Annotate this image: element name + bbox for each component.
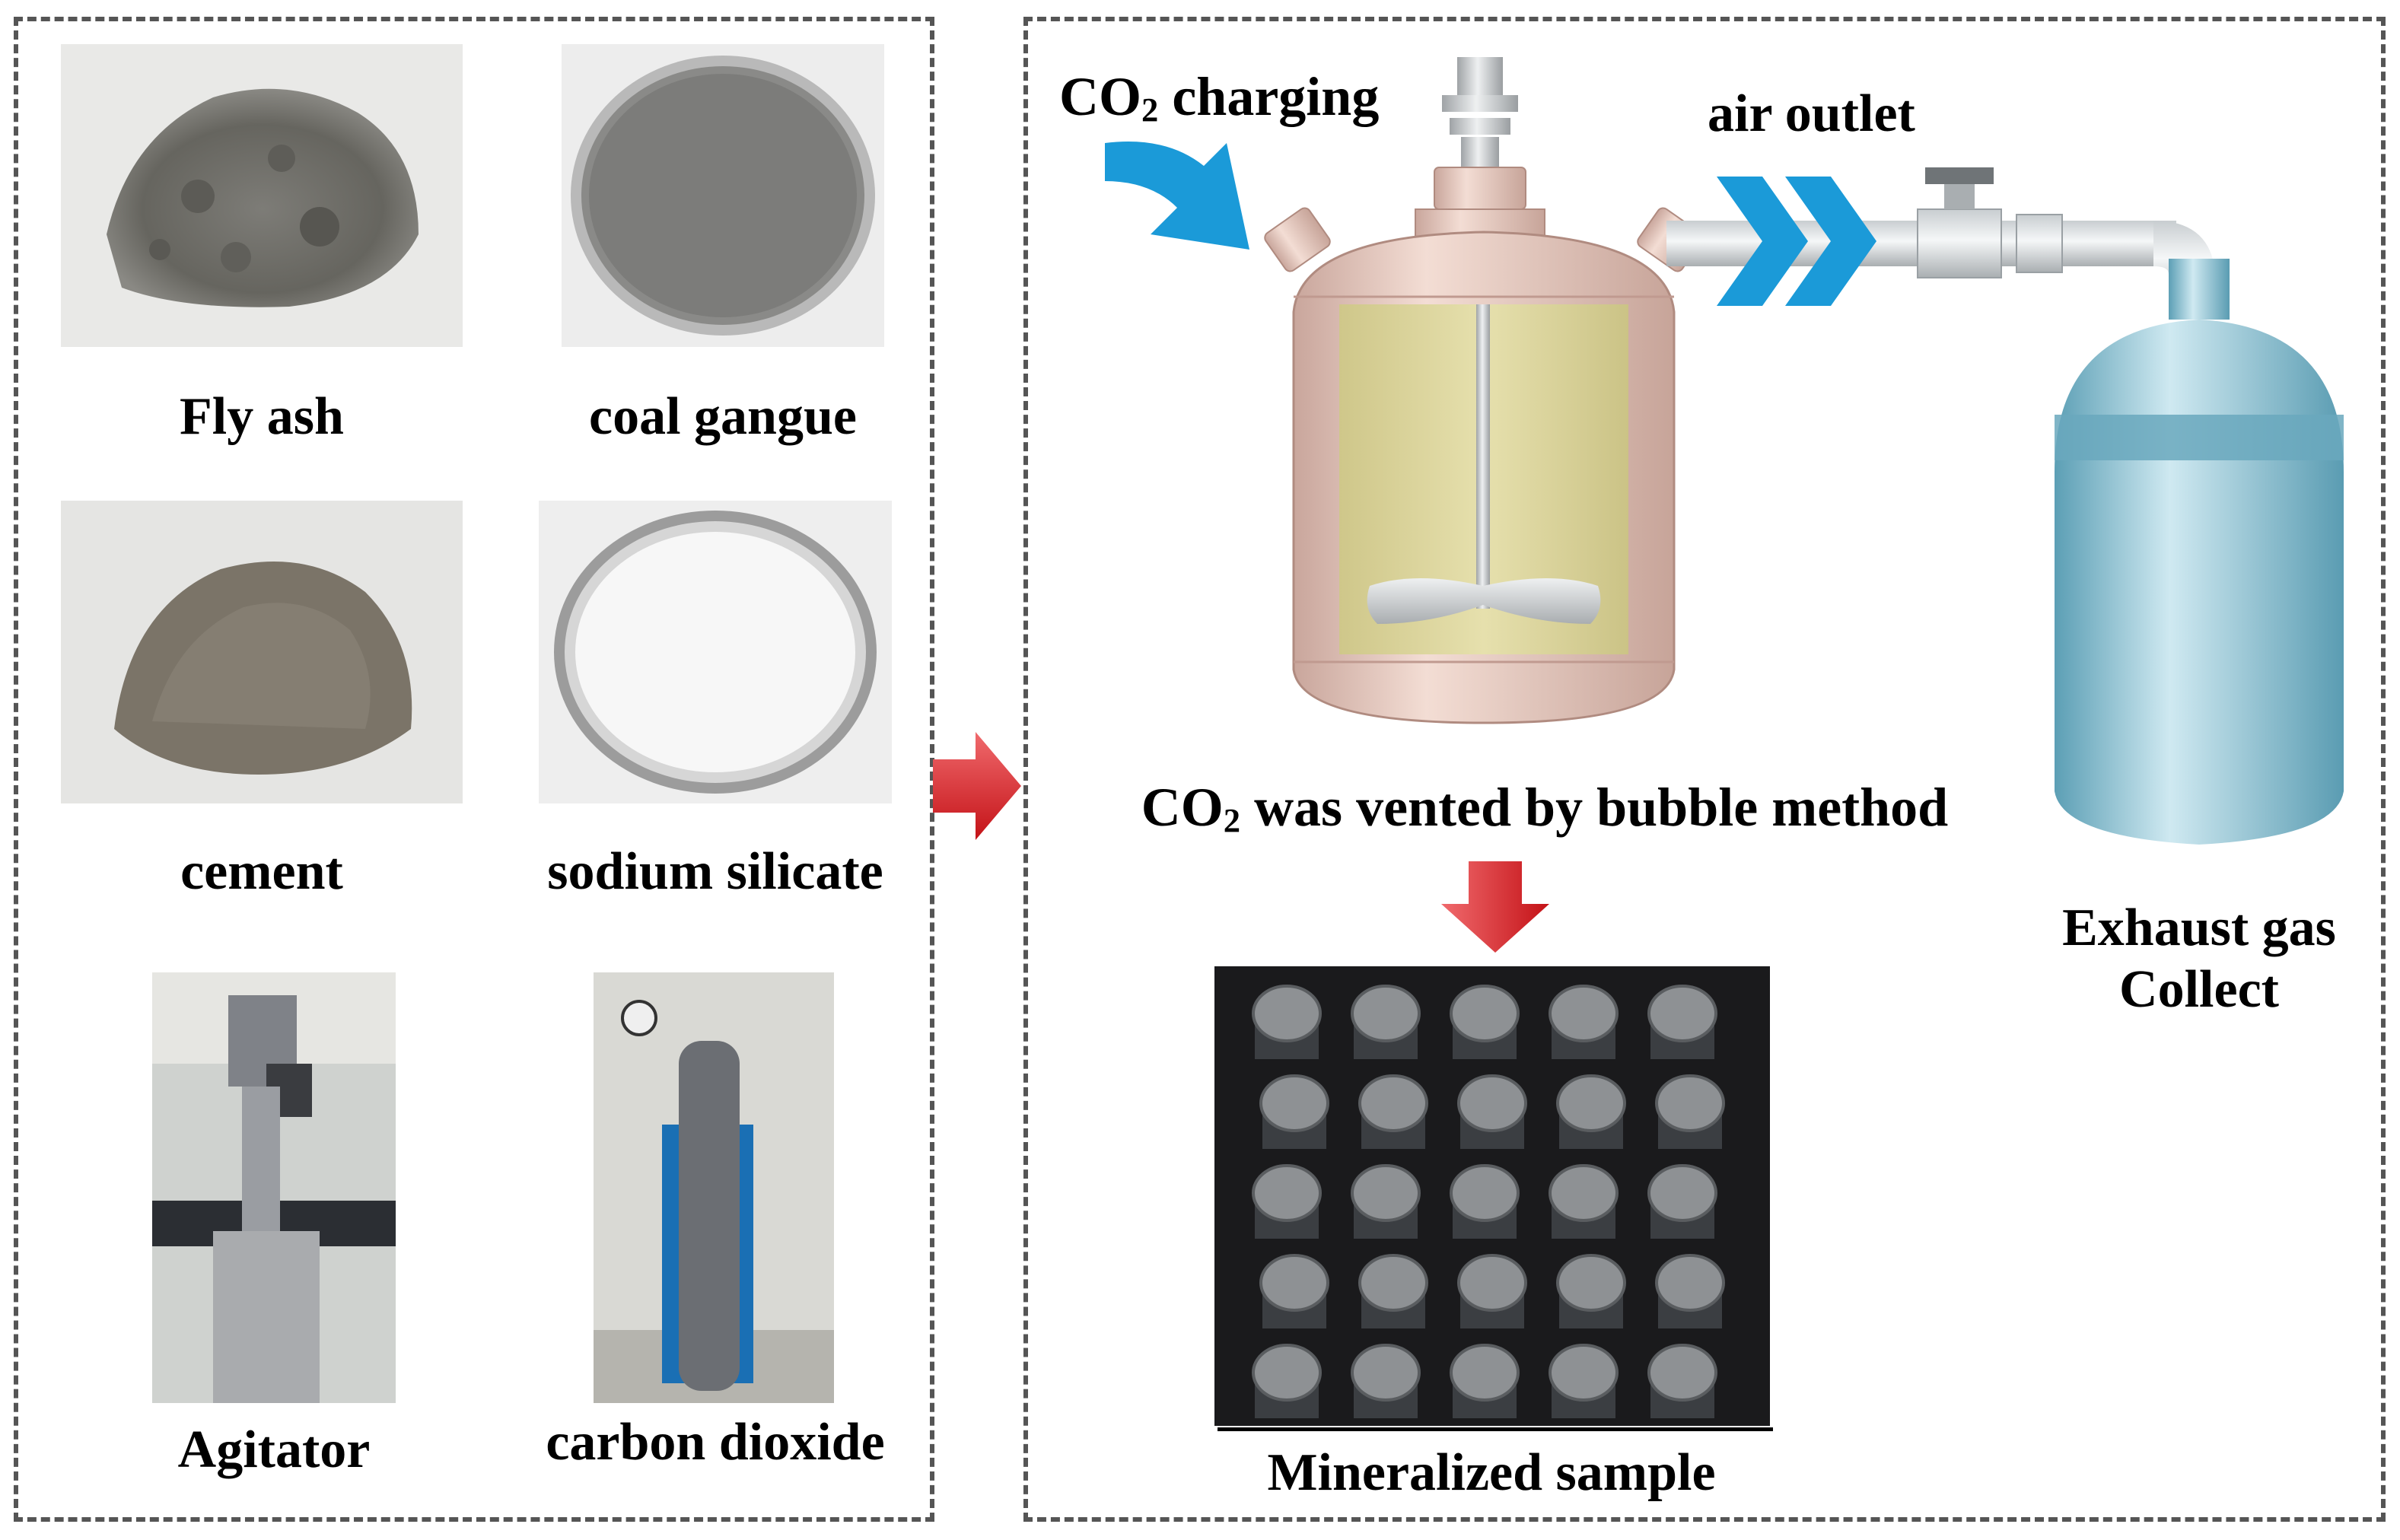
specimen <box>1358 1074 1428 1149</box>
specimen <box>1450 1344 1520 1418</box>
specimen <box>1252 985 1322 1059</box>
agitator-photo <box>152 972 396 1403</box>
specimen <box>1457 1254 1527 1328</box>
carbon-dioxide-label: carbon dioxide <box>546 1413 885 1472</box>
specimen <box>1252 1344 1322 1418</box>
flow-arrow-down <box>1441 861 1549 953</box>
specimen <box>1549 1344 1619 1418</box>
sodium-silicate-photo <box>539 501 892 803</box>
specimen <box>1351 1164 1421 1239</box>
coal-gangue-photo <box>562 44 884 347</box>
specimen <box>1259 1074 1329 1149</box>
mineralized-sample-photo <box>1214 966 1770 1426</box>
specimen <box>1450 985 1520 1059</box>
specimen <box>1351 1344 1421 1418</box>
specimen <box>1252 1164 1322 1239</box>
specimen <box>1549 1164 1619 1239</box>
specimen <box>1647 1164 1717 1239</box>
materials-panel <box>14 17 934 1522</box>
specimen <box>1457 1074 1527 1149</box>
specimen <box>1358 1254 1428 1328</box>
reactor-vessel <box>1264 57 1704 724</box>
process-panel <box>1023 17 2386 1522</box>
cement-photo <box>61 501 463 803</box>
specimen <box>1556 1254 1626 1328</box>
specimen <box>1450 1164 1520 1239</box>
specimen <box>1351 985 1421 1059</box>
flow-arrow-right <box>933 732 1021 840</box>
specimen <box>1655 1254 1725 1328</box>
mineralized-sample-label: Mineralized sample <box>1267 1443 1716 1502</box>
air-outlet-arrows <box>1717 177 1876 306</box>
specimen <box>1549 985 1619 1059</box>
co2-inlet-arrow <box>1105 142 1249 250</box>
specimen <box>1647 985 1717 1059</box>
fly-ash-photo <box>61 44 463 347</box>
co2-vented-label: CO2 was vented by bubble method <box>1141 777 1949 840</box>
specimen <box>1647 1344 1717 1418</box>
specimen <box>1655 1074 1725 1149</box>
cement-label: cement <box>180 842 343 901</box>
exhaust-gas-tank <box>2055 259 2344 845</box>
specimen <box>1556 1074 1626 1149</box>
co2-charging-label: CO2 charging <box>1059 66 1380 129</box>
sample-underline <box>1218 1427 1773 1431</box>
sodium-silicate-label: sodium silicate <box>547 842 883 901</box>
air-outlet-label: air outlet <box>1708 84 1915 143</box>
carbon-dioxide-photo <box>594 972 834 1403</box>
agitator-label: Agitator <box>177 1421 371 1479</box>
coal-gangue-label: coal gangue <box>589 387 857 446</box>
exhaust-gas-collect-label: Exhaust gas Collect <box>2062 899 2336 1019</box>
fly-ash-label: Fly ash <box>180 387 344 446</box>
specimen <box>1259 1254 1329 1328</box>
